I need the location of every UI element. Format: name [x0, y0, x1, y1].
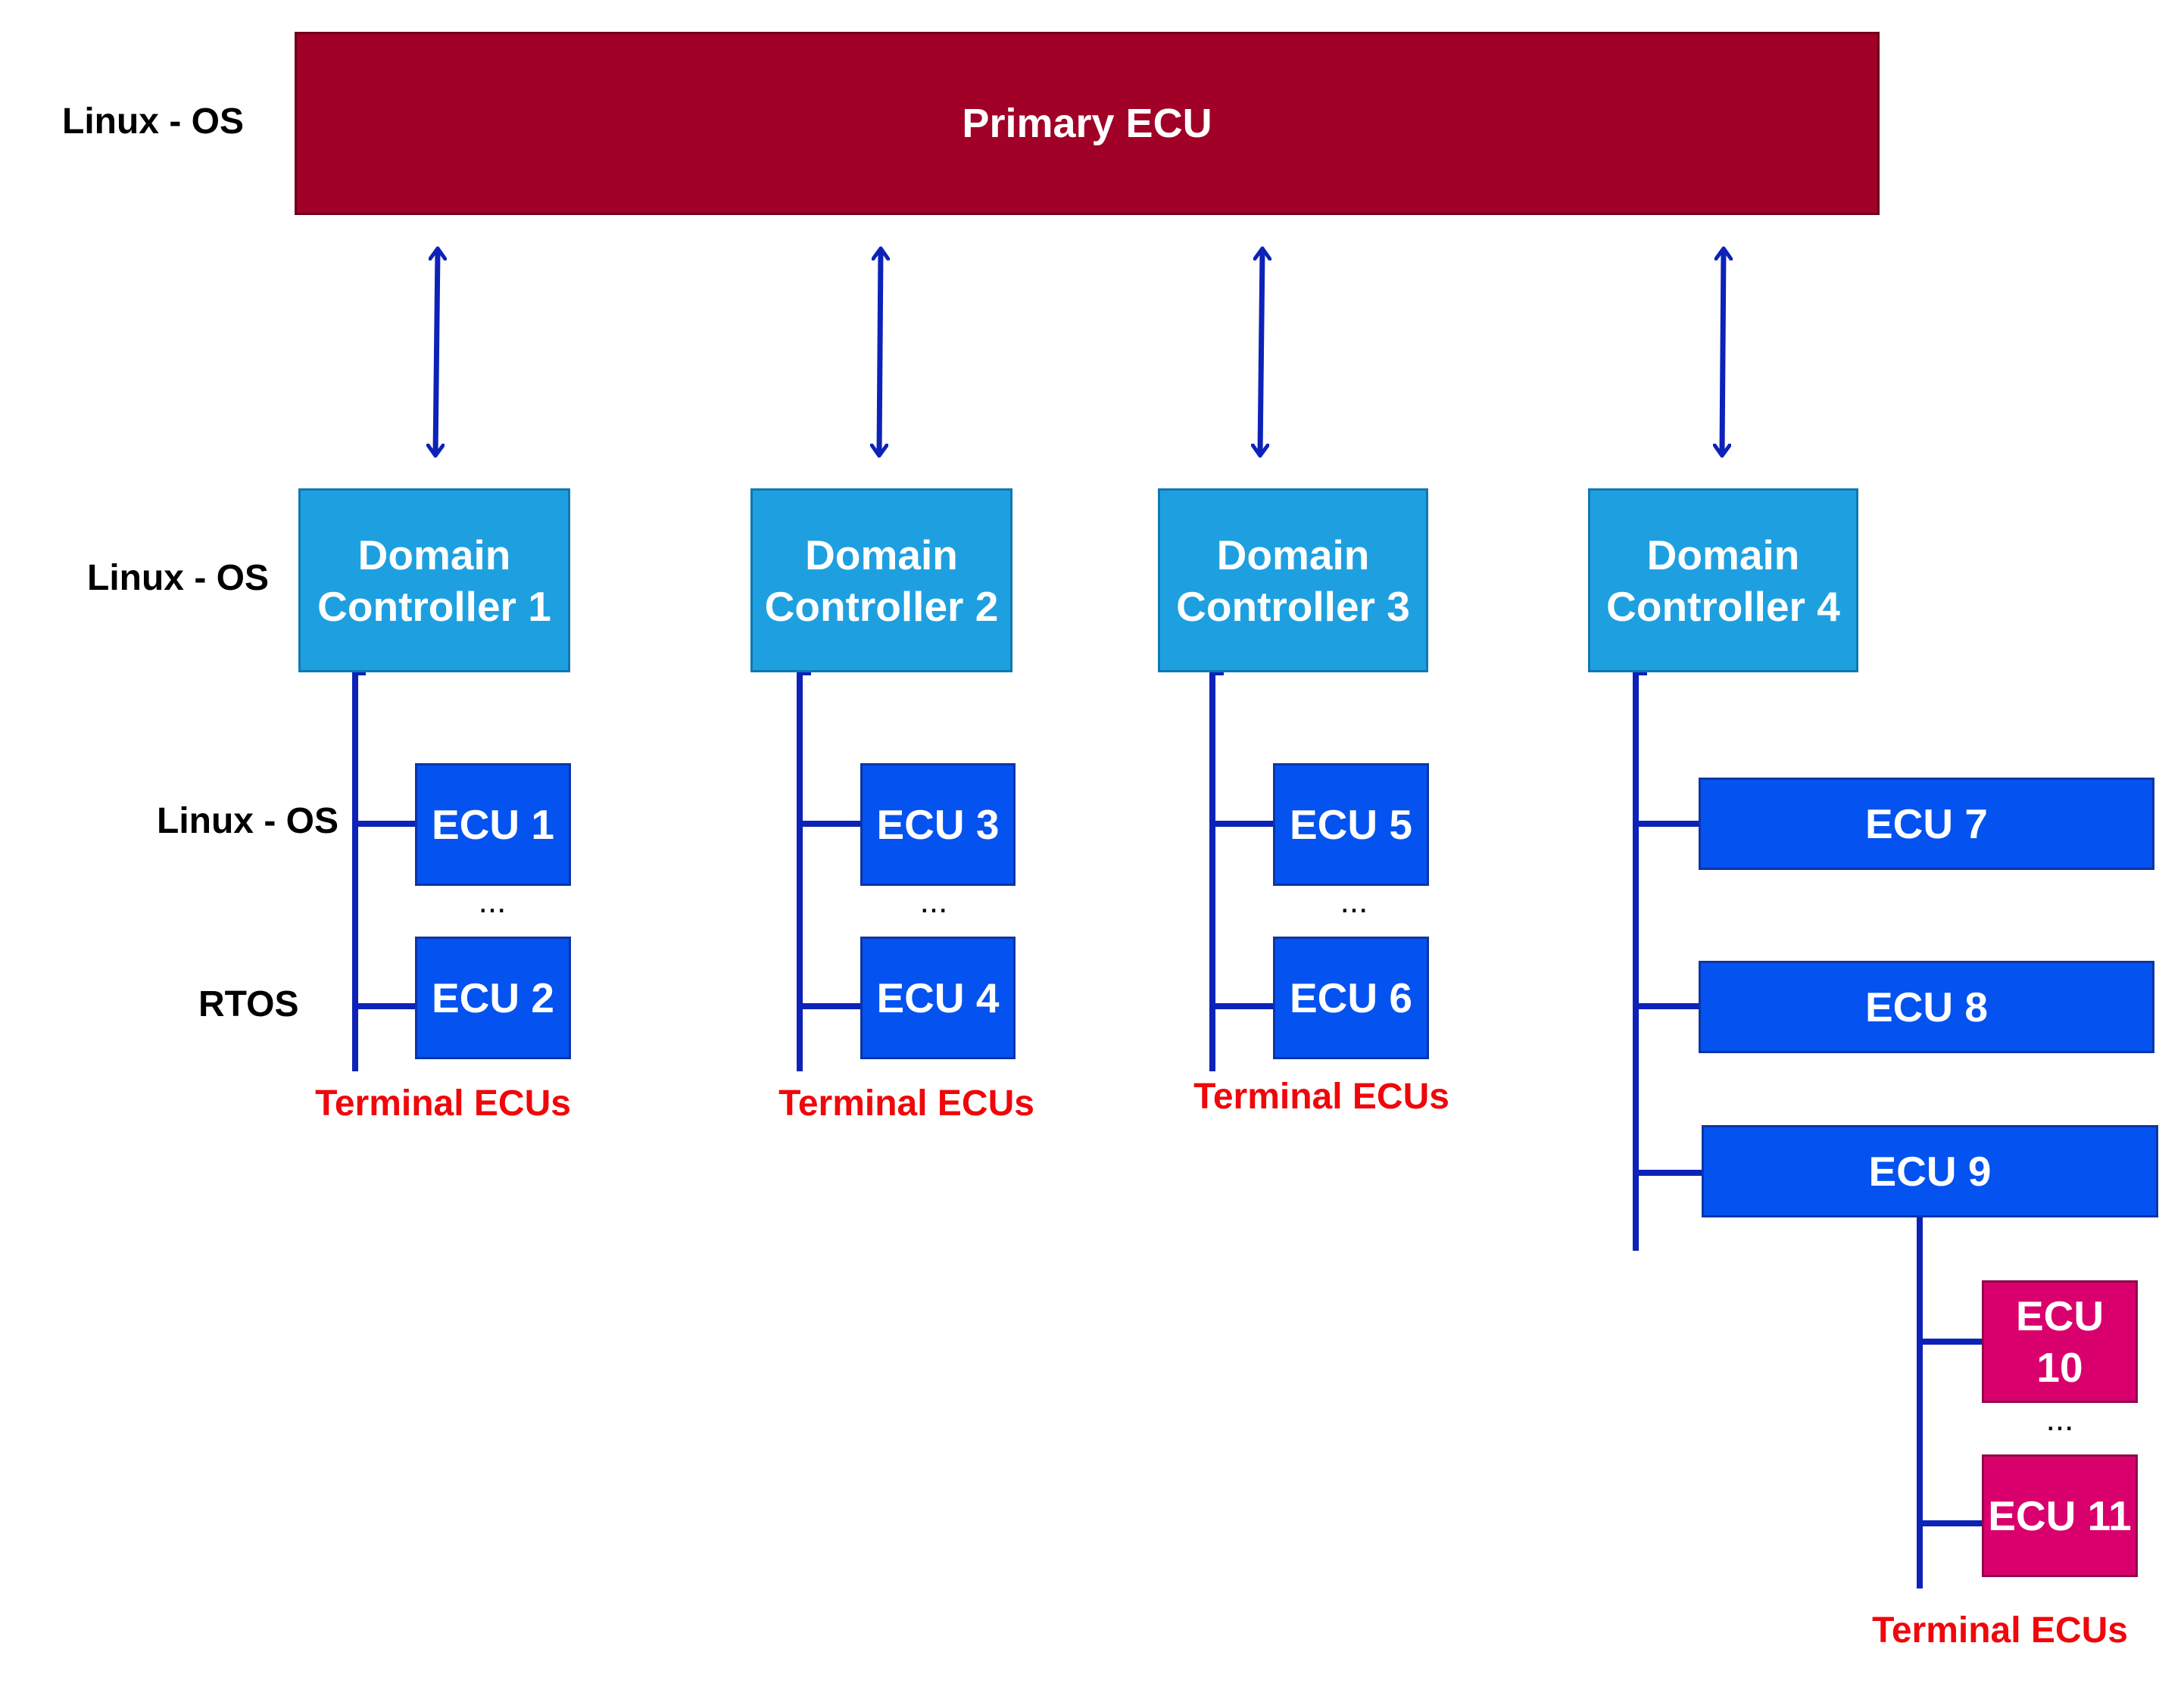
ecu-10-box: ECU 10 [1982, 1280, 2138, 1403]
ecu-4-label: ECU 4 [876, 974, 1000, 1021]
ecu-10-line1: ECU [2015, 1292, 2104, 1339]
ecu-1-label: ECU 1 [432, 801, 554, 848]
ecu-9-label: ECU 9 [1868, 1148, 1992, 1195]
ecu-2-box: ECU 2 [415, 937, 571, 1059]
domain-2-bus [797, 669, 860, 1071]
double-headed-arrow-icon [879, 250, 881, 454]
domain-controller-1: Domain Controller 1 [298, 488, 570, 672]
terminal-ecus-label-3: Terminal ECUs [1193, 1077, 1449, 1117]
ecu-7-box: ECU 7 [1699, 778, 2154, 870]
ecu-3-box: ECU 3 [860, 763, 1016, 886]
primary-to-domain-arrows [435, 250, 1724, 454]
domain-1-bus [352, 669, 415, 1071]
primary-ecu-box: Primary ECU [295, 32, 1880, 215]
domain-controller-3: Domain Controller 3 [1158, 488, 1428, 672]
ecu-9-box: ECU 9 [1702, 1125, 2158, 1217]
ecu-group-4-ellipsis: ... [2045, 1401, 2074, 1438]
domain-controller-4-line2: Controller 4 [1606, 582, 1840, 630]
double-headed-arrow-icon [1722, 250, 1724, 454]
domain-controller-4-line1: Domain [1646, 531, 1800, 578]
domain-controller-1-line1: Domain [357, 531, 511, 578]
ecu-11-box: ECU 11 [1982, 1454, 2138, 1577]
ecu-9-bus [1917, 1216, 1982, 1588]
ecu-1-box: ECU 1 [415, 763, 571, 886]
ecu-5-box: ECU 5 [1273, 763, 1429, 886]
ecu-rtos-label: RTOS [198, 984, 299, 1024]
domain-controller-2: Domain Controller 2 [750, 488, 1012, 672]
domain-controller-2-line1: Domain [805, 531, 958, 578]
ecu-linux-os-label: Linux - OS [157, 801, 339, 841]
domain-controller-3-line2: Controller 3 [1176, 582, 1410, 630]
ecu-group-3-ellipsis: ... [1340, 883, 1368, 920]
ecu-5-label: ECU 5 [1290, 801, 1412, 848]
domain-controller-4: Domain Controller 4 [1588, 488, 1858, 672]
ecu-7-label: ECU 7 [1865, 800, 1988, 847]
primary-os-label: Linux - OS [62, 101, 244, 142]
ecu-6-box: ECU 6 [1273, 937, 1429, 1059]
terminal-ecus-label-4: Terminal ECUs [1872, 1610, 2128, 1651]
domain-3-bus [1209, 669, 1273, 1071]
double-headed-arrow-icon [1260, 250, 1262, 454]
domain-controller-3-line1: Domain [1216, 531, 1370, 578]
ecu-4-box: ECU 4 [860, 937, 1016, 1059]
ecu-10-line2: 10 [2036, 1344, 2083, 1391]
ecu-8-label: ECU 8 [1865, 984, 1988, 1030]
ecu-group-1-ellipsis: ... [478, 883, 507, 920]
ecu-3-label: ECU 3 [876, 801, 1000, 848]
ecu-11-label: ECU 11 [1988, 1492, 2132, 1539]
ecu-8-box: ECU 8 [1699, 961, 2154, 1053]
primary-ecu-label: Primary ECU [962, 101, 1212, 146]
ecu-2-label: ECU 2 [432, 974, 554, 1021]
terminal-ecus-label-1: Terminal ECUs [315, 1083, 571, 1124]
domain-4-bus [1633, 669, 1702, 1251]
domain-controller-2-line2: Controller 2 [764, 582, 999, 630]
double-headed-arrow-icon [435, 250, 438, 454]
terminal-ecus-label-2: Terminal ECUs [778, 1083, 1034, 1124]
domain-os-label: Linux - OS [87, 558, 269, 598]
ecu-group-2-ellipsis: ... [919, 883, 948, 920]
ecu-6-label: ECU 6 [1290, 974, 1412, 1021]
domain-controller-1-line2: Controller 1 [317, 582, 551, 630]
